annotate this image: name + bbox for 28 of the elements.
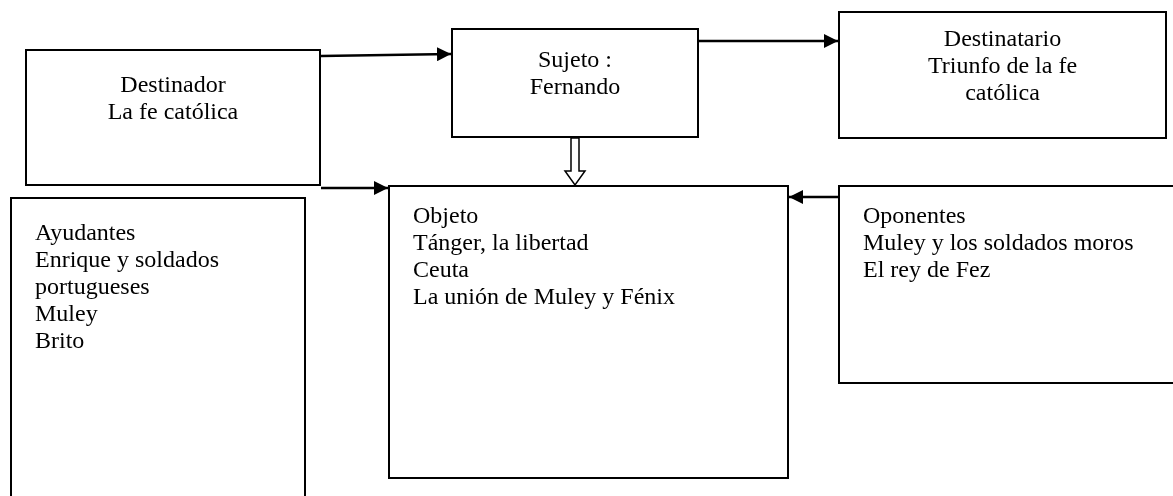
text-box: [25, 49, 321, 186]
role-heading: Ayudantes: [35, 219, 137, 246]
arrow: [699, 34, 838, 48]
role-heading: Destinador: [119, 71, 227, 98]
role-text: Muley: [35, 300, 99, 327]
role-text: Tánger, la libertad: [413, 229, 590, 256]
role-heading: Objeto: [413, 202, 480, 229]
arrow: [789, 190, 838, 204]
role-text: La fe católica: [106, 98, 240, 125]
text-box: [10, 197, 306, 496]
text-box: [388, 185, 789, 479]
role-text: Brito: [35, 327, 86, 354]
text-box: [451, 28, 699, 138]
arrow: [320, 47, 452, 62]
arrow: [321, 181, 388, 195]
arrow: [563, 137, 587, 187]
role-text: Ceuta: [413, 256, 470, 283]
role-text: El rey de Fez: [863, 256, 992, 283]
role-text: Fernando: [528, 73, 622, 100]
text-box: [838, 11, 1167, 139]
role-text: La unión de Muley y Fénix: [413, 283, 676, 310]
role-heading: Destinatario: [942, 25, 1063, 52]
role-text: Enrique y soldados portugueses: [35, 246, 220, 300]
role-text: Muley y los soldados moros: [863, 229, 1135, 256]
role-text: Triunfo de la fe católica: [926, 52, 1079, 106]
role-heading: Sujeto :: [537, 46, 613, 73]
role-heading: Oponentes: [863, 202, 967, 229]
text-box: [838, 185, 1173, 384]
